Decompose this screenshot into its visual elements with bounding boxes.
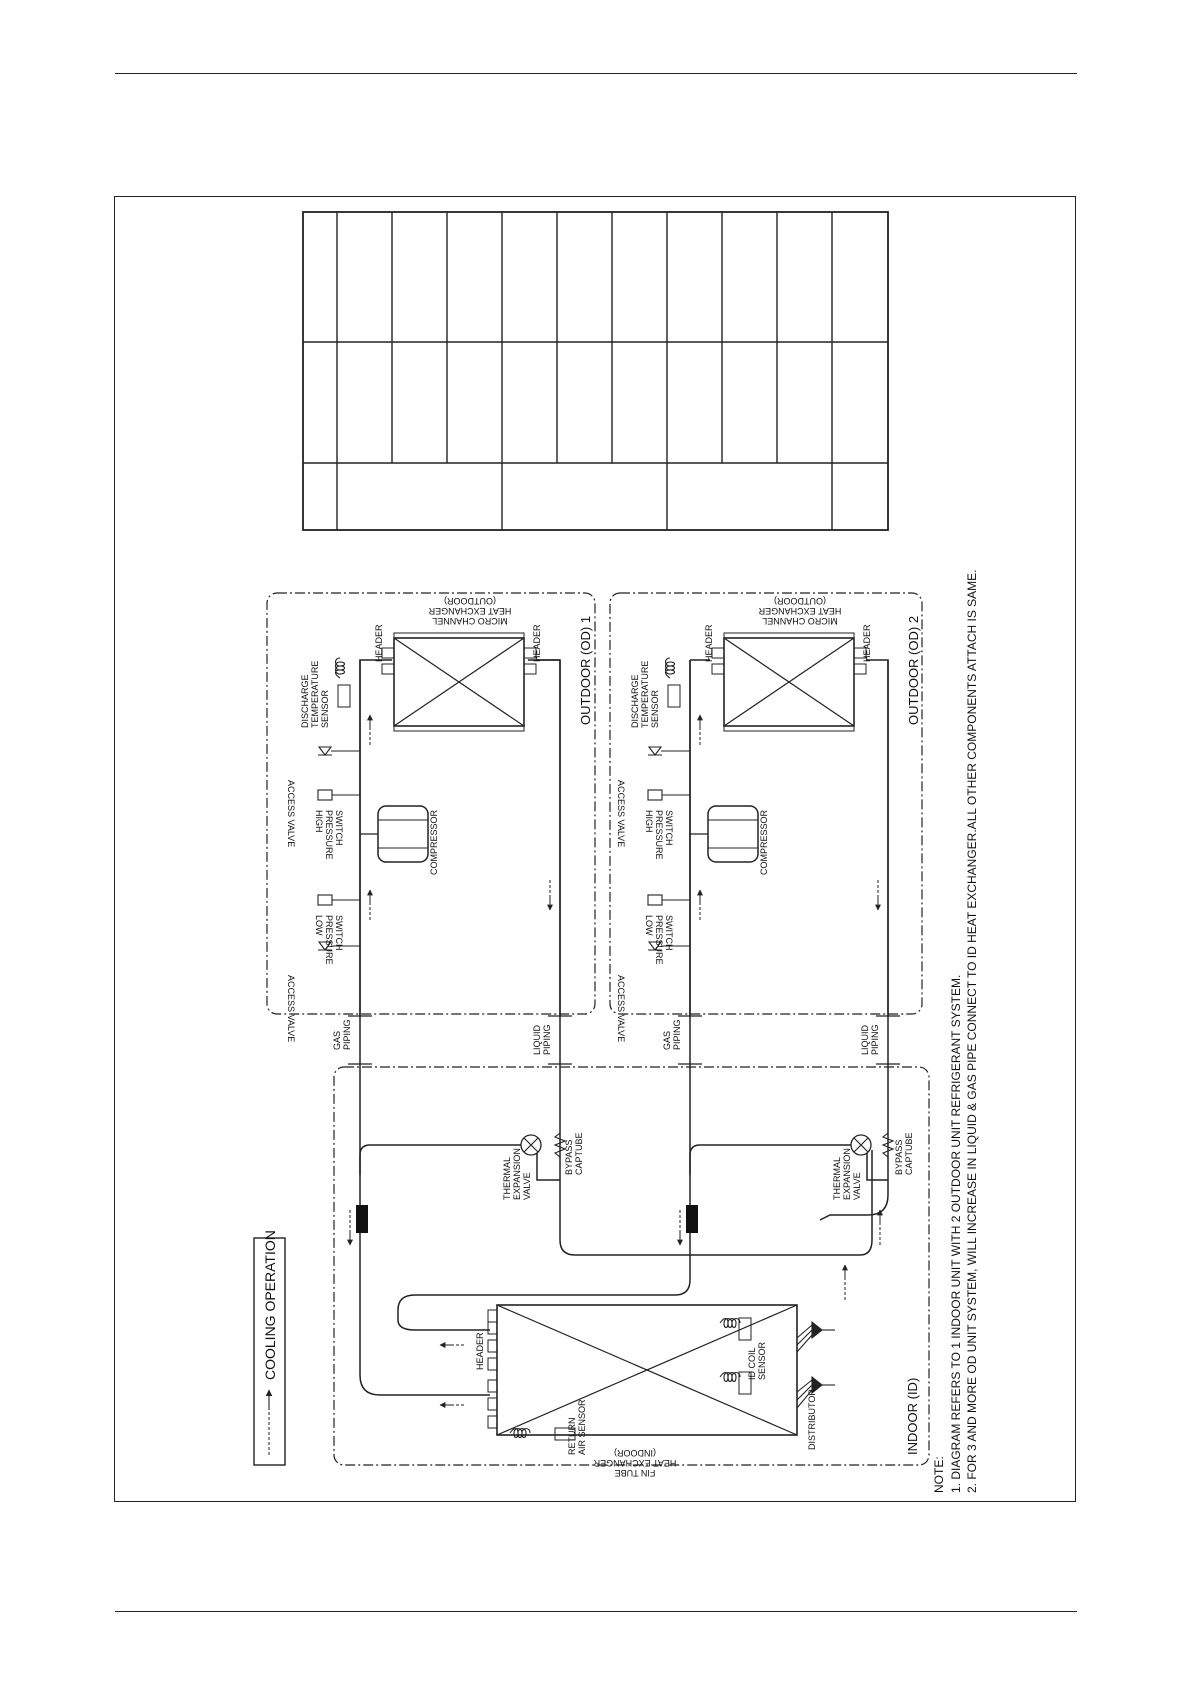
header-label: HEADER <box>704 624 714 662</box>
bypass-captube-label-1: BYPASSCAPTUBE <box>564 1132 584 1175</box>
note-item-2: 2. FOR 3 AND MORE OD UNIT SYSTEM, WILL I… <box>965 569 979 1493</box>
micro-channel-hex-label: MICRO CHANNELHEAT EXCHANGER(OUTDOOR) <box>758 596 841 626</box>
id-coil-sensor-label: ID COILSENSOR <box>747 1341 767 1380</box>
discharge-sensor-label: DISCHARGETEMPERATURESENSOR <box>300 661 330 728</box>
outdoor-unit-1: ACCESS VALVE ACCESS VALVE LOWPRESSURESWI… <box>286 596 593 1042</box>
indoor-unit-title: INDOOR (ID) <box>905 1378 920 1455</box>
note-item-1: 1. DIAGRAM REFERS TO 1 INDOOR UNIT WITH … <box>949 975 963 1493</box>
outdoor-unit-1-box <box>266 592 596 1015</box>
access-valve-label: ACCESS VALVE <box>286 780 296 847</box>
notes: NOTE: 1. DIAGRAM REFERS TO 1 INDOOR UNIT… <box>932 569 979 1493</box>
outdoor-unit-2-box <box>609 592 923 1015</box>
outdoor-unit-1-title: OUTDOOR (OD) 1 <box>578 616 593 725</box>
indoor-unit: HEADER FIN TUBEHEAT EXCHANGER(INDOOR) RE… <box>347 1132 920 1478</box>
gas-piping-1-label: GASPIPING <box>332 1019 352 1050</box>
return-air-sensor-label: RETURNAIR SENSOR <box>567 1399 587 1455</box>
distributor-label: DISTRIBUTOR <box>807 1389 817 1450</box>
note-heading: NOTE: <box>932 1456 946 1493</box>
txv-label-1: THERMALEXPANSIONVALVE <box>502 1148 532 1200</box>
outdoor-unit-2: ACCESS VALVE ACCESS VALVE LOWPRESSURESWI… <box>616 596 921 1042</box>
discharge-sensor-label: DISCHARGETEMPERATURESENSOR <box>630 661 660 728</box>
bottom-rule <box>115 1611 1077 1612</box>
header-label: HEADER <box>374 624 384 662</box>
top-rule <box>115 73 1077 74</box>
header-label: HEADER <box>862 624 872 662</box>
compressor-label: COMPRESSOR <box>759 809 769 875</box>
access-valve-label: ACCESS VALVE <box>616 975 626 1042</box>
low-pressure-switch-label: LOWPRESSURESWITCH <box>644 915 674 965</box>
bypass-captube-label-2: BYPASSCAPTUBE <box>894 1132 914 1175</box>
gas-piping-2-label: GASPIPING <box>662 1019 682 1050</box>
legend-label: COOLING OPERATION <box>262 1230 278 1380</box>
compressor-label: COMPRESSOR <box>429 809 439 875</box>
drawing-frame <box>114 196 1076 1502</box>
header-label: HEADER <box>532 624 542 662</box>
high-pressure-switch-label: HIGHPRESSURESWITCH <box>644 810 674 860</box>
legend-box: COOLING OPERATION <box>253 1230 286 1466</box>
fin-tube-hex-label: FIN TUBEHEAT EXCHANGER(INDOOR) <box>593 1448 676 1478</box>
liquid-piping-2-label: LIQUIDPIPING <box>860 1024 880 1055</box>
access-valve-label: ACCESS VALVE <box>286 975 296 1042</box>
txv-label-2: THERMALEXPANSIONVALVE <box>832 1148 862 1200</box>
outdoor-unit-2-title: OUTDOOR (OD) 2 <box>906 616 921 725</box>
high-pressure-switch-label: HIGHPRESSURESWITCH <box>314 810 344 860</box>
indoor-unit-box <box>333 1066 930 1466</box>
access-valve-label: ACCESS VALVE <box>616 780 626 847</box>
low-pressure-switch-label: LOWPRESSURESWITCH <box>314 915 344 965</box>
spec-table <box>302 211 889 531</box>
indoor-header-label: HEADER <box>475 1332 485 1370</box>
liquid-piping-1-label: LIQUIDPIPING <box>532 1024 552 1055</box>
micro-channel-hex-label: MICRO CHANNELHEAT EXCHANGER(OUTDOOR) <box>428 596 511 626</box>
